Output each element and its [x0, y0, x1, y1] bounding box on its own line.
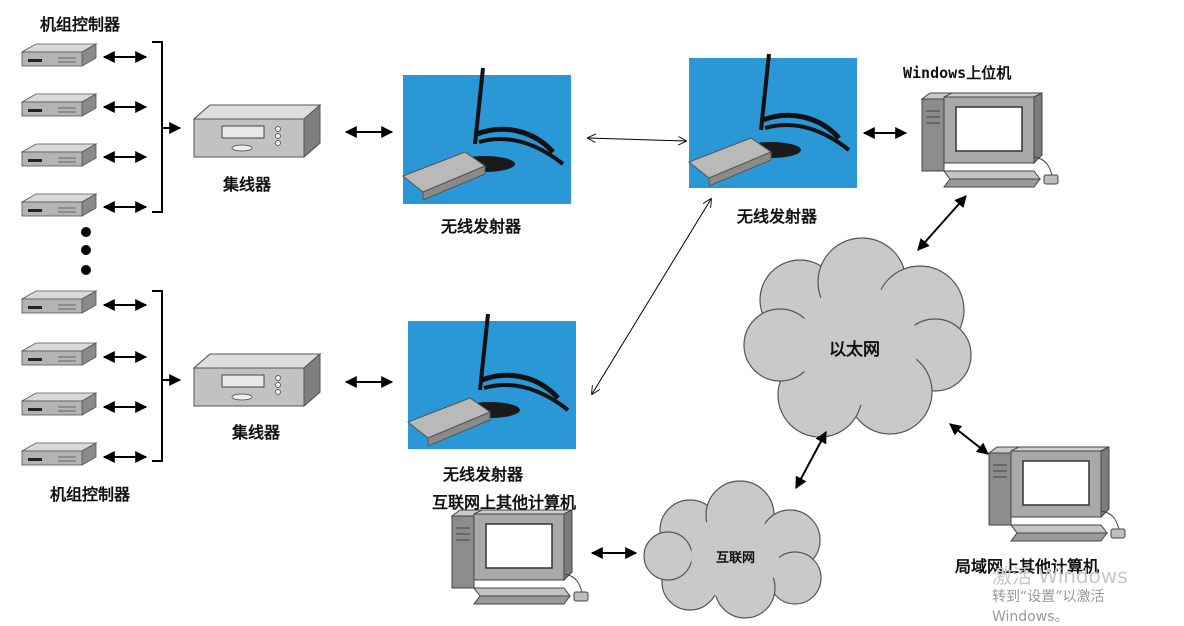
controller-unit [21, 43, 97, 67]
ethernet-cloud-icon [743, 237, 972, 438]
internet-label: 互联网 [716, 551, 756, 566]
controller-unit [21, 290, 97, 314]
internet-computer-label: 互联网上其他计算机 [432, 493, 577, 512]
bracket-top [152, 41, 163, 213]
controller-unit [21, 392, 97, 416]
hub-top-label: 集线器 [223, 175, 272, 194]
activation-watermark-subtitle: 转到“设置”以激活 Windows。 [992, 589, 1105, 625]
controller-unit [21, 442, 97, 466]
controller-group-bottom-label: 机组控制器 [50, 485, 131, 504]
controller-group-top-label: 机组控制器 [40, 15, 121, 34]
transmitter-top-left-label: 无线发射器 [441, 217, 522, 236]
wireless-link-diagonal [592, 199, 711, 394]
transmitter-bottom-label: 无线发射器 [443, 465, 524, 484]
lan-computer-icon [988, 446, 1126, 542]
controller-unit [21, 193, 97, 217]
windows-host-computer-icon [921, 92, 1059, 188]
internet-computer-icon [451, 509, 589, 605]
hub-top [193, 104, 321, 158]
controller-links-top [102, 51, 148, 213]
wireless-link-horizontal [588, 138, 686, 141]
bracket-bottom [152, 290, 163, 462]
controller-unit [21, 143, 97, 167]
lan-computer-label: 局域网上其他计算机 [955, 557, 1100, 576]
controller-unit [21, 93, 97, 117]
hub-bottom [193, 353, 321, 407]
internet-cloud-icon [643, 480, 822, 619]
transmitter-top-right-label: 无线发射器 [737, 207, 818, 226]
ethernet-label: 以太网 [829, 340, 880, 360]
ellipsis-dots [81, 227, 91, 275]
host-to-ethernet-arrow [917, 195, 967, 251]
controller-links-bottom [102, 299, 148, 463]
ethernet-to-lan-arrow [949, 423, 989, 455]
controller-unit [21, 342, 97, 366]
ethernet-to-internet-arrow [795, 430, 827, 490]
activation-watermark-title: 激活 Windows [992, 564, 1128, 588]
windows-host-label: Windows上位机 [903, 64, 1012, 82]
hub-bottom-label: 集线器 [232, 423, 281, 442]
